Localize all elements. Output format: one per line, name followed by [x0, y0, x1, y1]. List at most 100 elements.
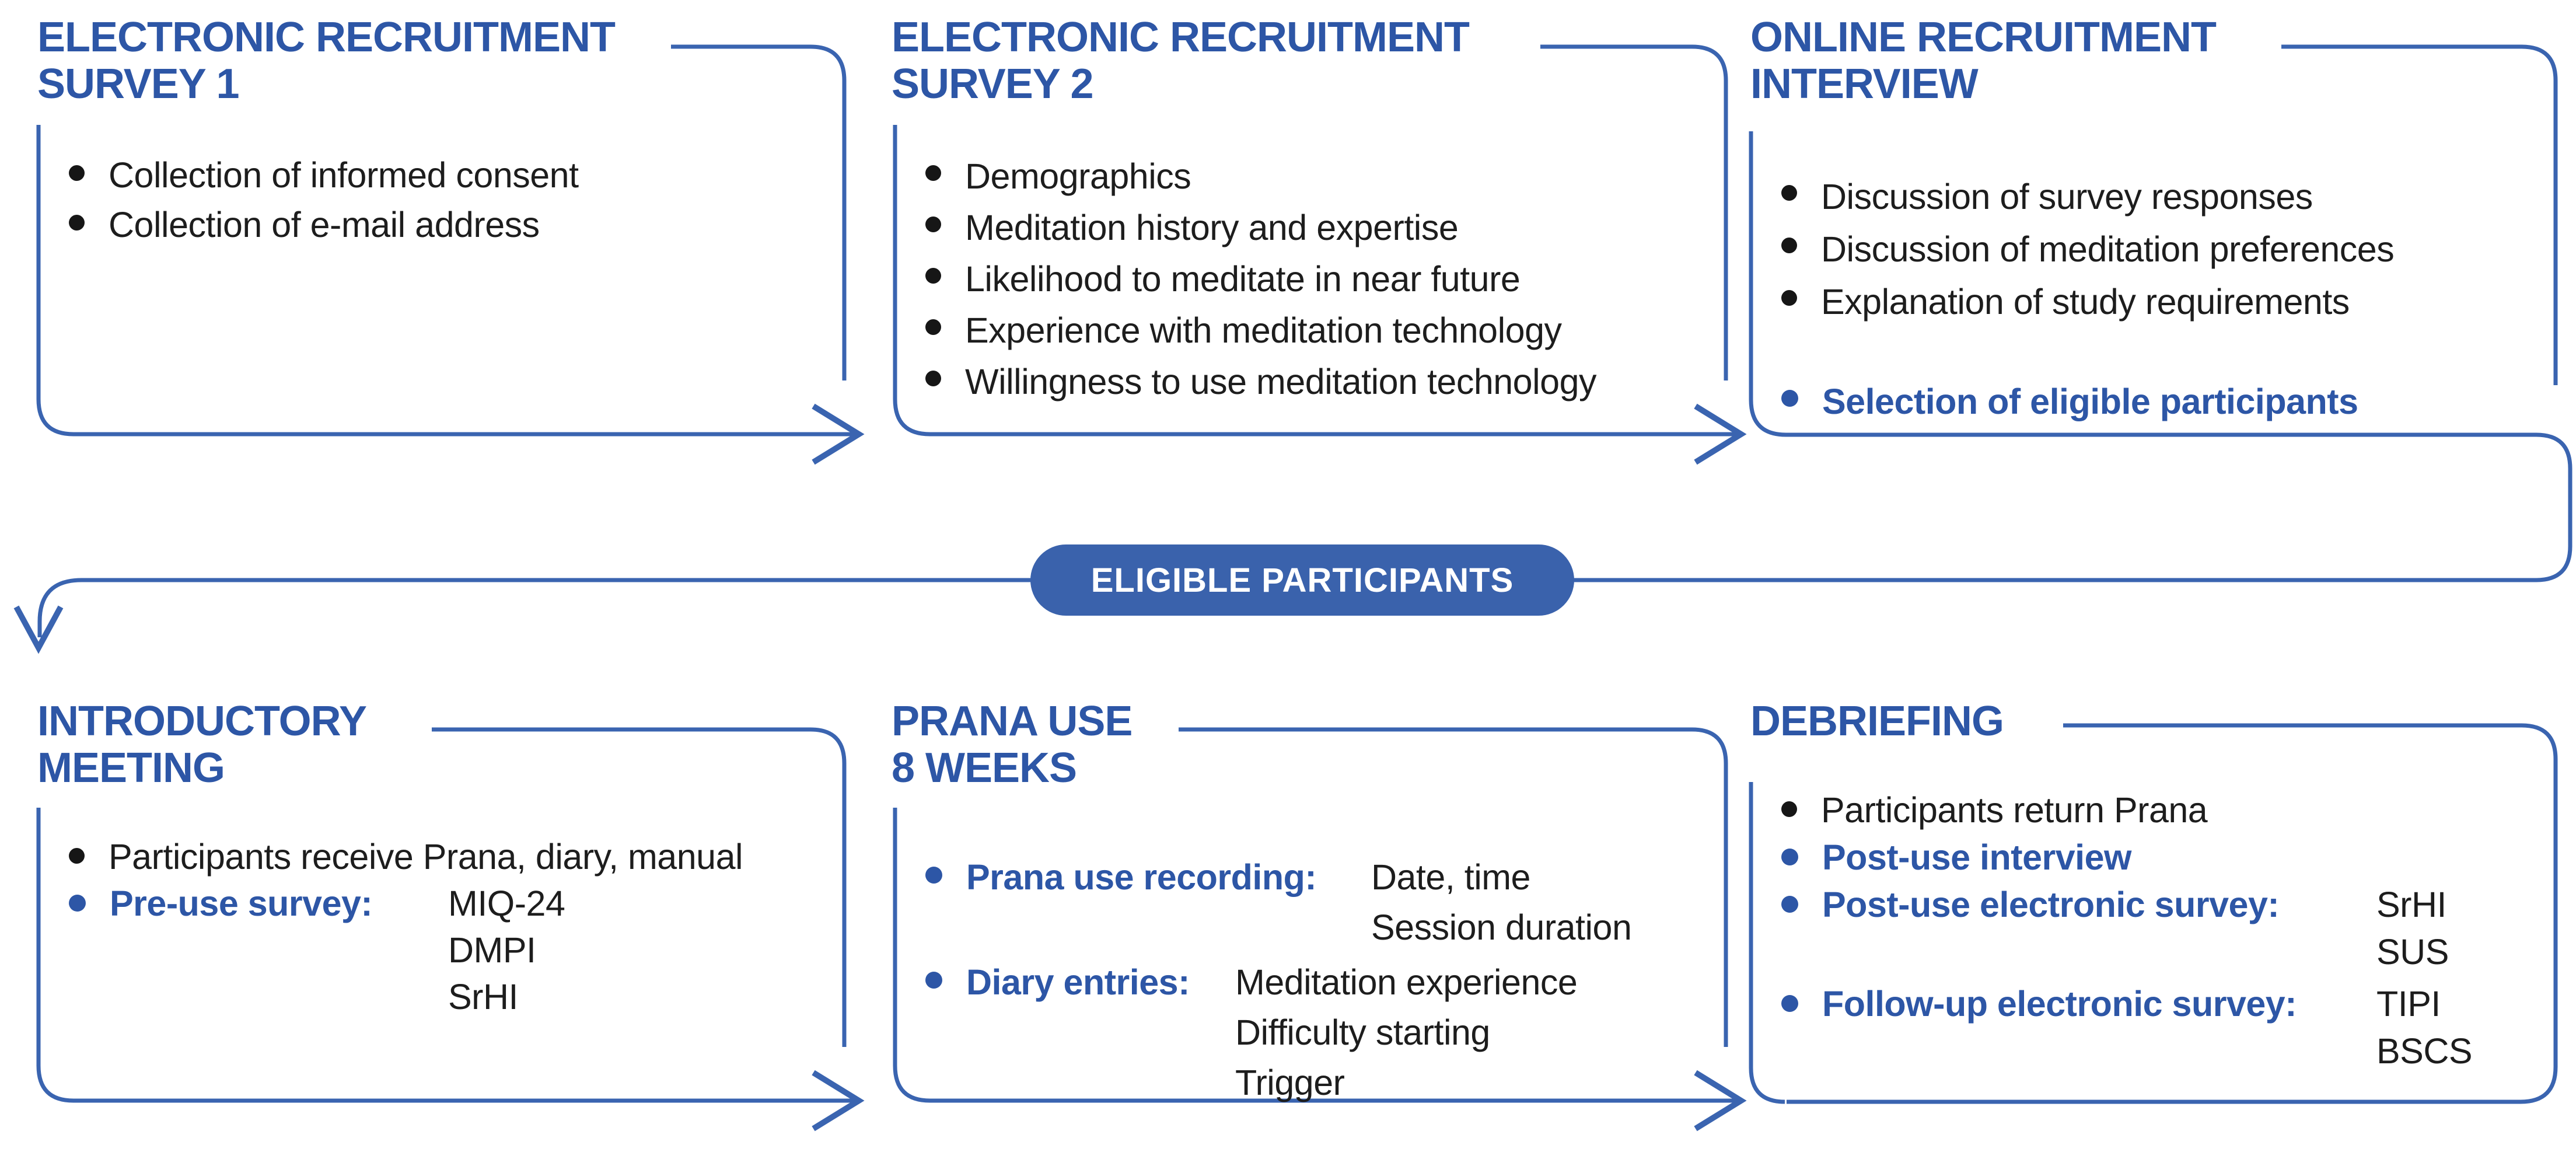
list-item: Collection of e-mail address — [69, 200, 579, 250]
list-item: Collection of informed consent — [69, 151, 579, 200]
arrow-down-icon — [13, 605, 64, 654]
bullet-value: Date, time — [1371, 857, 1531, 897]
bullet-value: MIQ-24 — [448, 884, 565, 923]
box-debriefing-list: Participants return Prana Post-use inter… — [1781, 787, 2473, 1075]
bullet-icon — [1781, 390, 1798, 407]
title-line: SURVEY 2 — [892, 61, 1094, 107]
list-item: Willingness to use meditation technology — [925, 356, 1597, 407]
bullet-text: Participants return Prana — [1821, 790, 2208, 830]
bullet-value: DMPI — [448, 930, 536, 970]
eligible-participants-badge: ELIGIBLE PARTICIPANTS — [1030, 544, 1574, 616]
bullet-text: Selection of eligible participants — [1822, 382, 2358, 421]
list-item: Discussion of meditation preferences — [1781, 223, 2395, 275]
bullet-text: Explanation of study requirements — [1821, 282, 2350, 322]
bullet-text: Experience with meditation technology — [965, 310, 1562, 350]
list-item: Pre-use survey: MIQ-24 DMPI SrHI — [69, 880, 743, 1020]
bullet-value: Difficulty starting — [1235, 1013, 1490, 1052]
title-line: ONLINE RECRUITMENT — [1750, 14, 2217, 61]
bullet-text: Collection of e-mail address — [109, 205, 540, 245]
bullet-text: Participants receive Prana, diary, manua… — [109, 837, 743, 877]
list-item: Follow-up electronic survey: TIPI BSCS — [1781, 980, 2473, 1075]
box-intro-meeting-list: Participants receive Prana, diary, manua… — [69, 833, 743, 1020]
box-survey1-title: ELECTRONIC RECRUITMENT SURVEY 1 — [37, 14, 616, 107]
bullet-icon — [925, 972, 942, 989]
bullet-icon — [1781, 238, 1797, 253]
title-line: PRANA USE — [892, 698, 1133, 745]
box-debriefing-border — [1749, 723, 2558, 1104]
bullet-icon — [69, 848, 85, 864]
list-item: Explanation of study requirements — [1781, 275, 2394, 328]
bullet-icon — [1781, 185, 1797, 201]
bullet-text: Likelihood to meditate in near future — [965, 259, 1521, 299]
bullet-text: Meditation history and expertise — [965, 208, 1459, 247]
bullet-lead-text: Post-use electronic survey: — [1822, 885, 2280, 924]
bullet-lead-text: Prana use recording: — [966, 857, 1317, 897]
list-item: Meditation history and expertise — [925, 202, 1596, 253]
arrow-right-icon — [1694, 1070, 1747, 1132]
bullet-value: SrHI — [448, 977, 519, 1017]
bullet-value: SrHI — [2376, 885, 2446, 924]
title-line: MEETING — [37, 745, 225, 791]
box-interview-border — [37, 44, 2572, 637]
bullet-value: SUS — [2376, 932, 2449, 972]
bullet-value: BSCS — [2376, 1031, 2473, 1071]
box-prana-use-list: Prana use recording: Date, time Session … — [925, 852, 1632, 1108]
title-line: ELECTRONIC RECRUITMENT — [892, 14, 1470, 61]
bullet-lead-text: Diary entries: — [966, 962, 1190, 1002]
bullet-icon — [925, 371, 941, 386]
list-item: Participants return Prana — [1781, 787, 2472, 834]
bullet-value: Session duration — [1371, 907, 1632, 947]
list-item: Post-use electronic survey: SrHI SUS — [1781, 881, 2472, 976]
box-prana-use-title: PRANA USE 8 WEEKS — [892, 698, 1133, 791]
title-line: 8 WEEKS — [892, 745, 1077, 791]
title-line: ELECTRONIC RECRUITMENT — [37, 14, 616, 61]
bullet-icon — [1781, 290, 1797, 306]
list-item: Diary entries: Meditation experience Dif… — [925, 957, 1631, 1108]
list-item: Discussion of survey responses — [1781, 170, 2394, 223]
title-line: INTRODUCTORY — [37, 698, 367, 745]
box-debriefing-title: DEBRIEFING — [1750, 698, 2004, 745]
bullet-icon — [1781, 801, 1797, 817]
bullet-value: TIPI — [2376, 984, 2441, 1024]
bullet-values: Meditation experience Difficulty startin… — [1235, 957, 1578, 1108]
title-line: DEBRIEFING — [1750, 698, 2004, 745]
box-survey1-list: Collection of informed consent Collectio… — [69, 151, 579, 250]
list-item: Prana use recording: Date, time Session … — [925, 852, 1632, 952]
bullet-text: Discussion of meditation preferences — [1821, 229, 2395, 269]
bullet-values: TIPI BSCS — [2376, 980, 2473, 1075]
bullet-icon — [1781, 849, 1798, 865]
bullet-value: Trigger — [1235, 1063, 1345, 1102]
bullet-text: Demographics — [965, 156, 1191, 196]
bullet-text: Post-use interview — [1822, 837, 2132, 877]
arrow-right-icon — [812, 403, 865, 465]
bullet-text: Discussion of survey responses — [1821, 177, 2313, 217]
list-item-highlight: Post-use interview — [1781, 834, 2472, 881]
bullet-icon — [925, 867, 942, 884]
arrow-right-icon — [812, 1070, 865, 1132]
bullet-values: MIQ-24 DMPI SrHI — [448, 880, 565, 1020]
arrow-right-icon — [1694, 403, 1747, 465]
box-survey2-border — [893, 44, 1739, 437]
title-line: SURVEY 1 — [37, 61, 240, 107]
bullet-icon — [925, 319, 941, 335]
bullet-icon — [925, 217, 941, 232]
box-intro-meeting-title: INTRODUCTORY MEETING — [37, 698, 367, 791]
eligible-participants-label: ELIGIBLE PARTICIPANTS — [1090, 561, 1514, 599]
bullet-icon — [1781, 995, 1798, 1012]
box-prana-use-border — [893, 727, 1739, 1103]
bullet-text: Willingness to use meditation technology — [965, 362, 1597, 402]
list-item: Participants receive Prana, diary, manua… — [69, 833, 743, 880]
box-interview-title: ONLINE RECRUITMENT INTERVIEW — [1750, 14, 2217, 107]
bullet-icon — [69, 215, 85, 231]
box-survey2-list: Demographics Meditation history and expe… — [925, 151, 1597, 407]
bullet-text: Collection of informed consent — [109, 155, 579, 195]
bullet-lead-text: Pre-use survey: — [110, 884, 373, 923]
bullet-values: Date, time Session duration — [1371, 852, 1632, 952]
bullet-icon — [925, 165, 941, 181]
box-survey2-title: ELECTRONIC RECRUITMENT SURVEY 2 — [892, 14, 1470, 107]
bullet-icon — [69, 895, 86, 912]
box-intro-meeting-border — [36, 727, 857, 1103]
list-item: Experience with meditation technology — [925, 305, 1596, 356]
